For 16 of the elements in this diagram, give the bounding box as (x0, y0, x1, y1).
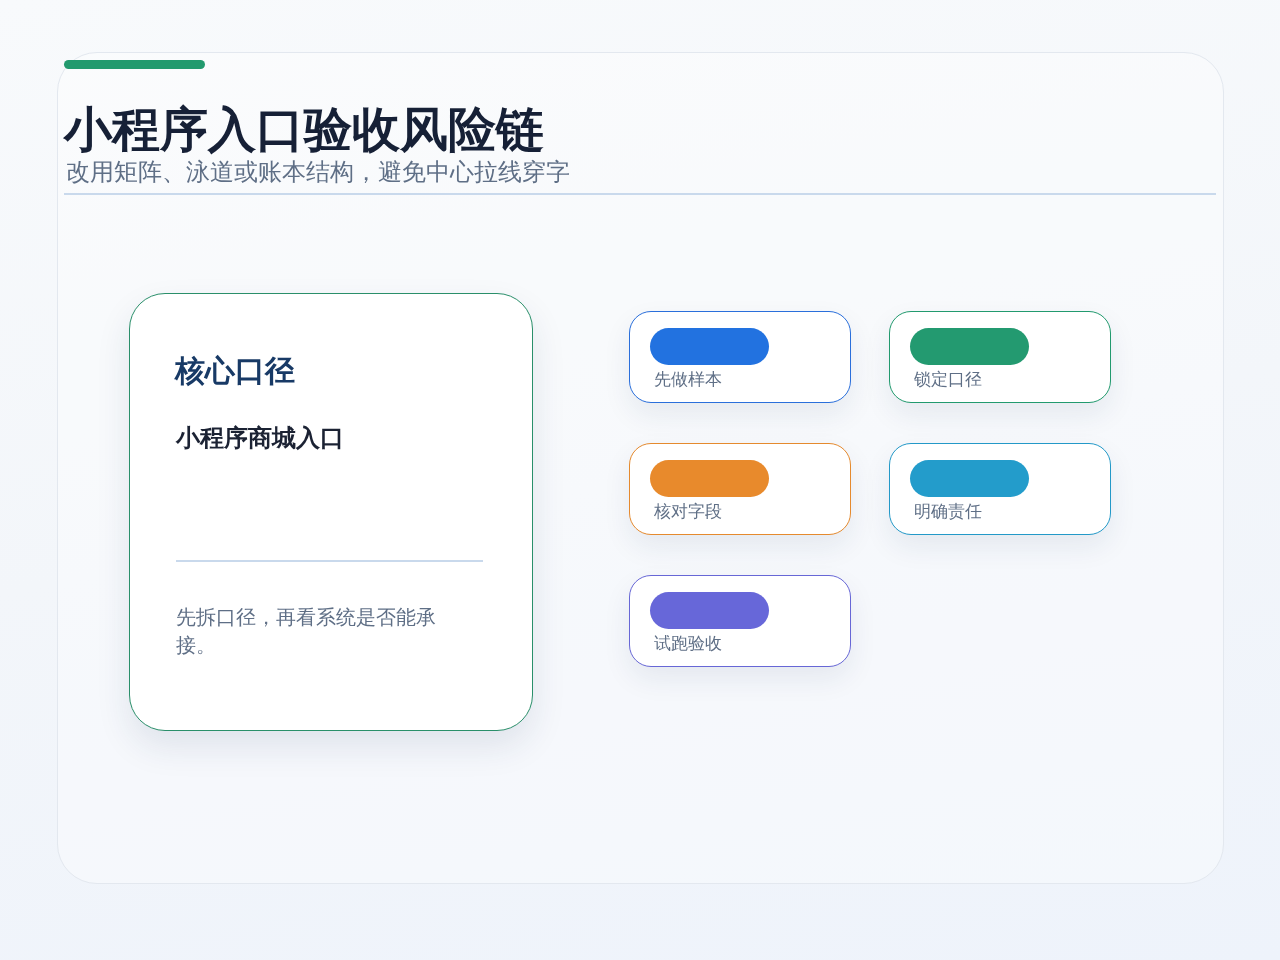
step-card (629, 575, 851, 667)
step-card (629, 311, 851, 403)
step-label: 核对字段 (654, 501, 722, 523)
core-card (129, 293, 533, 731)
step-label: 先做样本 (654, 369, 722, 391)
step-card (629, 443, 851, 535)
card-text: 先拆口径，再看系统是否能承接。 (176, 605, 437, 658)
step-card (889, 443, 1111, 535)
card-heading: 核心口径 (175, 353, 295, 389)
title: 小程序入口验收风险链 (64, 102, 544, 158)
step-label: 试跑验收 (654, 633, 722, 655)
step-card (889, 311, 1111, 403)
subtitle: 改用矩阵、泳道或账本结构，避免中心拉线穿字 (66, 158, 570, 186)
step-label: 锁定口径 (914, 369, 982, 391)
card-subheading: 小程序商城入口 (176, 423, 344, 453)
step-label: 明确责任 (914, 501, 982, 523)
